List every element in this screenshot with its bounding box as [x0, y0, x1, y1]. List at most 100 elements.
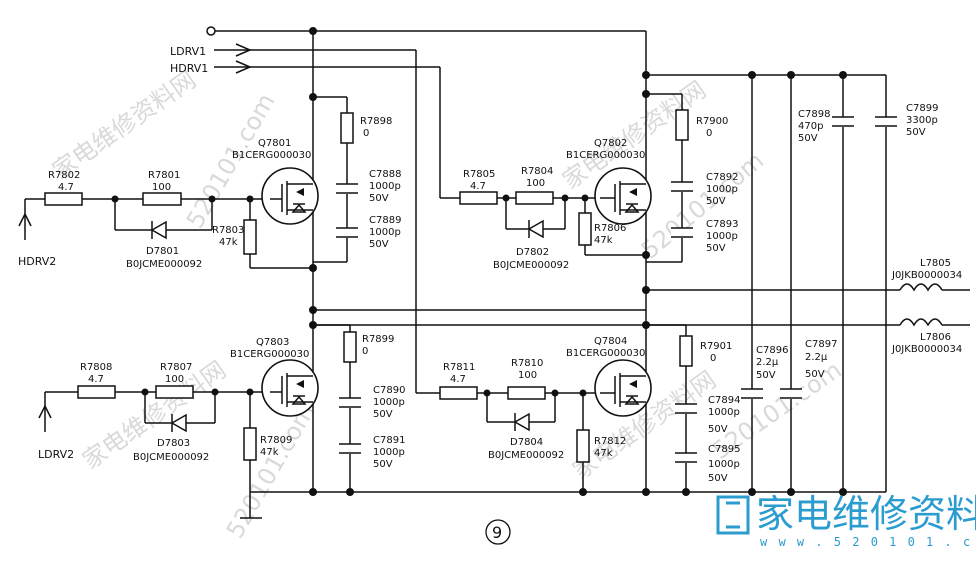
watermark-num-2: 520101.com — [636, 146, 769, 264]
capacitor-c7891 — [339, 443, 361, 454]
resistor-r7899 — [343, 331, 357, 363]
label-c7893-voltage: 50V — [706, 243, 726, 254]
label-c7895-value: 1000p — [708, 459, 740, 470]
label-c7898-ref: C7898 — [798, 109, 830, 120]
mosfet-q7803-icon — [261, 359, 319, 417]
label-d7804-ref: D7804 — [510, 437, 543, 448]
mosfet-q7804-icon — [594, 359, 652, 417]
resistor-r7898 — [340, 112, 354, 144]
label-r7805-ref: R7805 — [463, 169, 495, 180]
label-r7803-ref: R7803 — [212, 225, 244, 236]
label-c7897-value: 2.2μ — [805, 352, 828, 363]
label-c7890-voltage: 50V — [373, 409, 393, 420]
capacitor-c7899 — [875, 116, 897, 127]
label-q7802-part: B1CERG000030 — [566, 150, 645, 161]
capacitor-c7893 — [671, 227, 693, 238]
capacitor-c7892 — [671, 181, 693, 192]
label-c7896-voltage: 50V — [756, 370, 776, 381]
resistor-r7801 — [142, 192, 182, 206]
label-c7894-value: 1000p — [708, 407, 740, 418]
label-r7899-value: 0 — [362, 346, 368, 357]
capacitors — [336, 116, 897, 463]
label-c7895-voltage: 50V — [708, 473, 728, 484]
arrow-ldrv2-icon — [38, 404, 52, 419]
resistor-r7809 — [243, 427, 257, 461]
component-labels: Q7801 B1CERG000030 R7802 4.7 R7801 100 R… — [48, 103, 962, 484]
label-c7894-ref: C7894 — [708, 395, 740, 406]
resistor-r7811 — [439, 386, 478, 400]
label-r7808-ref: R7808 — [80, 362, 112, 373]
label-c7889-value: 1000p — [369, 227, 401, 238]
label-r7809-value: 47k — [260, 447, 279, 458]
label-r7809-ref: R7809 — [260, 435, 292, 446]
label-r7801-value: 100 — [152, 182, 171, 193]
label-q7804-ref: Q7804 — [594, 336, 627, 347]
label-c7899-voltage: 50V — [906, 127, 926, 138]
label-q7803-part: B1CERG000030 — [230, 349, 309, 360]
site-logo-icon — [716, 495, 750, 535]
label-r7898-ref: R7898 — [360, 116, 392, 127]
label-c7890-value: 1000p — [373, 397, 405, 408]
label-r7804-value: 100 — [526, 178, 545, 189]
label-r7901-value: 0 — [710, 353, 716, 364]
diode-d7804 — [513, 412, 530, 432]
resistor-r7810 — [507, 386, 546, 400]
inductor-l7806 — [899, 317, 970, 331]
label-r7812-ref: R7812 — [594, 436, 626, 447]
capacitor-c7897 — [780, 388, 802, 399]
label-c7889-voltage: 50V — [369, 239, 389, 250]
resistor-r7807 — [155, 385, 194, 399]
net-label-hdrv2: HDRV2 — [18, 255, 56, 268]
net-label-ldrv1: LDRV1 — [170, 45, 206, 58]
label-c7889-ref: C7889 — [369, 215, 401, 226]
label-c7896-ref: C7896 — [756, 345, 788, 356]
label-r7806-ref: R7806 — [594, 223, 626, 234]
label-c7892-value: 1000p — [706, 184, 738, 195]
capacitor-c7895 — [675, 452, 697, 463]
resistor-r7802 — [44, 192, 83, 206]
label-r7804-ref: R7804 — [521, 166, 553, 177]
junction-dots — [111, 27, 847, 496]
label-r7808-value: 4.7 — [88, 374, 104, 385]
label-c7892-voltage: 50V — [706, 196, 726, 207]
label-r7900-ref: R7900 — [696, 116, 728, 127]
label-c7899-ref: C7899 — [906, 103, 938, 114]
label-r7805-value: 4.7 — [470, 181, 486, 192]
label-r7898-value: 0 — [363, 128, 369, 139]
label-c7894-voltage: 50V — [708, 424, 728, 435]
figure-number-text: 9 — [492, 523, 502, 542]
watermark-num-3: 520101.com — [221, 399, 321, 543]
label-d7802-part: B0JCME000092 — [493, 260, 569, 271]
supply-terminal — [206, 26, 216, 36]
label-r7807-value: 100 — [165, 374, 184, 385]
label-c7898-value: 470p — [798, 121, 823, 132]
diode-d7801 — [150, 220, 167, 240]
inductors — [899, 282, 970, 331]
label-d7802-ref: D7802 — [516, 247, 549, 258]
label-l7806-ref: L7806 — [920, 332, 951, 343]
label-d7804-part: B0JCME000092 — [488, 450, 564, 461]
site-logo-text: 家电维修资料网 — [756, 492, 976, 536]
label-d7803-ref: D7803 — [157, 438, 190, 449]
label-l7805-part: J0JKB0000034 — [891, 270, 962, 281]
label-c7897-ref: C7897 — [805, 339, 837, 350]
label-c7888-value: 1000p — [369, 181, 401, 192]
capacitor-c7896 — [741, 388, 763, 399]
resistor-r7806 — [578, 212, 592, 246]
capacitor-c7888 — [336, 183, 358, 194]
label-l7805-ref: L7805 — [920, 258, 951, 269]
arrow-ldrv1-icon — [235, 43, 252, 57]
mosfets — [261, 167, 652, 417]
label-c7891-value: 1000p — [373, 447, 405, 458]
figure-number: 9 — [485, 519, 511, 545]
capacitor-c7898 — [832, 116, 854, 127]
label-d7801-ref: D7801 — [146, 246, 179, 257]
label-c7891-voltage: 50V — [373, 459, 393, 470]
resistor-r7808 — [77, 385, 116, 399]
label-r7802-ref: R7802 — [48, 170, 80, 181]
label-q7802-ref: Q7802 — [594, 138, 627, 149]
site-logo-url: w w w . 5 2 0 1 0 1 . c o m — [760, 535, 976, 549]
diode-d7802 — [527, 219, 544, 239]
label-q7801-part: B1CERG000030 — [232, 150, 311, 161]
label-r7812-value: 47k — [594, 448, 613, 459]
